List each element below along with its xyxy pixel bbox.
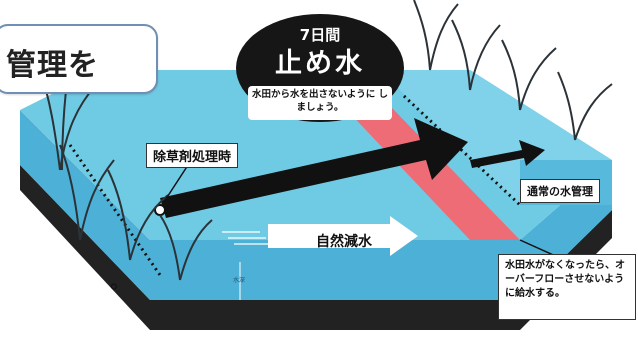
natural-decrease-label: 自然減水 (316, 234, 372, 250)
normal-flow-arrow (470, 140, 545, 168)
normal-management-label: 通常の水管理 (520, 179, 600, 203)
water-depth-label: 水深 (233, 277, 246, 284)
hatch-lines (222, 231, 272, 245)
stop-water-instruction-bg (248, 86, 392, 120)
stop-water-days: 7日間 (299, 26, 341, 44)
stop-water-title: 止め水 (275, 48, 365, 79)
water-stop-arrow (160, 118, 468, 218)
water-front-face (20, 110, 612, 300)
refill-note: 水田水がなくなったら、オーバーフローさせないように給水する。 (498, 254, 636, 320)
boundary-line-right (402, 94, 522, 207)
boundary-line-left (68, 144, 162, 276)
herbicide-pointer (161, 161, 191, 206)
stop-water-instruction: 水田から水を出さないように しましょう。 (251, 89, 389, 113)
title-text: 管理を (6, 48, 99, 83)
stop-water-badge: 7日間 止め水 水田から水を出さないように しましょう。 (236, 14, 404, 122)
natural-decrease-arrow (268, 216, 418, 256)
bullet-text: 。 (110, 269, 130, 293)
title-callout: 管理を (0, 24, 158, 94)
rice-plants (39, 0, 613, 281)
herbicide-label: 除草剤処理時 (146, 143, 239, 168)
